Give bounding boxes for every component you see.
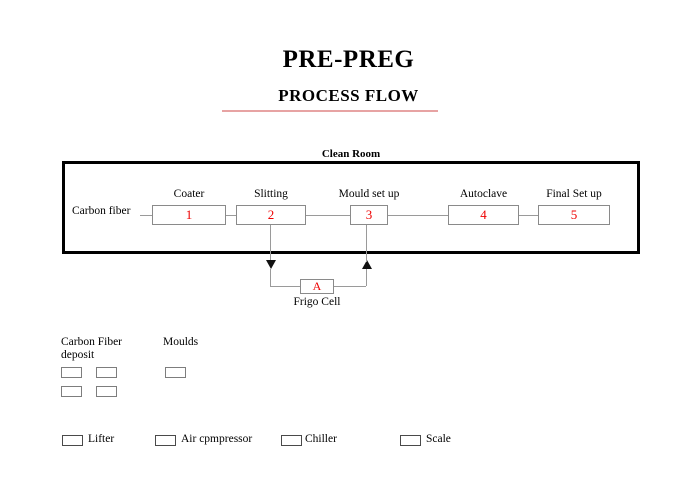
title-underline-rule [222, 110, 438, 112]
legend-label-lifter: Lifter [88, 433, 115, 445]
connector-step-3-to-step-4 [388, 215, 448, 216]
step-box-slitting[interactable]: 2 [236, 205, 306, 225]
branch-line-step-2-down [270, 225, 271, 262]
step-label-coater: Coater [173, 188, 205, 200]
frigo-cell-box[interactable]: A [300, 279, 334, 294]
legend-label-air-compressor: Air cpmpressor [181, 433, 253, 445]
moulds-slot[interactable] [165, 367, 186, 378]
step-label-slitting: Slitting [254, 188, 288, 200]
branch-line-down-to-frigo [270, 269, 271, 286]
arrow-up-icon [362, 260, 372, 269]
connector-step-4-to-step-5 [519, 215, 538, 216]
carbon-fiber-deposit-title-line1: Carbon Fiber [61, 336, 123, 348]
carbon-fiber-slot[interactable] [96, 386, 117, 397]
legend-label-scale: Scale [426, 433, 451, 445]
carbon-fiber-slot[interactable] [61, 367, 82, 378]
branch-line-frigo-to-up [366, 269, 367, 286]
connector-step-2-to-step-3 [306, 215, 350, 216]
carbon-fiber-slot[interactable] [96, 367, 117, 378]
step-label-mould-set-up: Mould set up [338, 188, 400, 200]
legend-label-chiller: Chiller [305, 433, 337, 445]
carbon-fiber-deposit-title-line2: deposit [61, 349, 95, 361]
step-box-autoclave[interactable]: 4 [448, 205, 519, 225]
page-subtitle: PROCESS FLOW [278, 86, 419, 105]
legend-swatch-scale[interactable] [400, 435, 421, 446]
legend-swatch-air-compressor[interactable] [155, 435, 176, 446]
legend-swatch-chiller[interactable] [281, 435, 302, 446]
cleanroom-label: Clean Room [321, 148, 381, 160]
branch-line-step-3-up [366, 225, 367, 262]
branch-line-frigo-in [270, 286, 300, 287]
branch-line-frigo-out [334, 286, 366, 287]
connector-source-to-step-1 [140, 215, 153, 216]
step-box-final-set-up[interactable]: 5 [538, 205, 610, 225]
moulds-title: Moulds [163, 336, 199, 348]
frigo-cell-label: Frigo Cell [293, 296, 341, 308]
page-title: PRE-PREG [282, 46, 415, 73]
arrow-down-icon [266, 260, 276, 269]
step-label-final-set-up: Final Set up [546, 188, 602, 200]
step-label-autoclave: Autoclave [459, 188, 508, 200]
carbon-fiber-source-label: Carbon fiber [72, 205, 131, 217]
legend-swatch-lifter[interactable] [62, 435, 83, 446]
cleanroom-boundary [62, 161, 640, 254]
step-box-coater[interactable]: 1 [152, 205, 226, 225]
carbon-fiber-slot[interactable] [61, 386, 82, 397]
step-box-mould-set-up[interactable]: 3 [350, 205, 388, 225]
connector-step-1-to-step-2 [226, 215, 236, 216]
